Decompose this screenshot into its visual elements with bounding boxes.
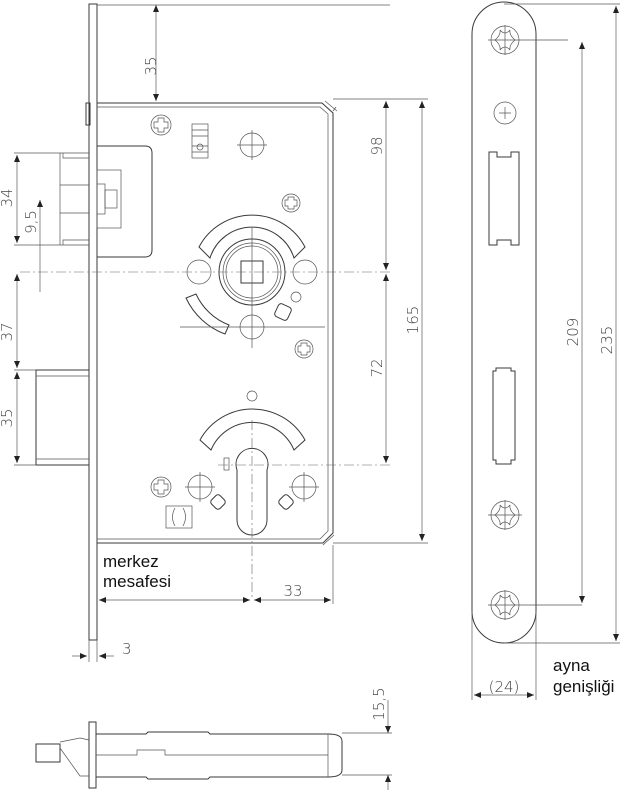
forend-screw-small	[493, 101, 517, 125]
dim-24	[471, 611, 537, 700]
latch-bolt	[59, 145, 153, 258]
dim-text-latch-offset: 9,5	[22, 210, 40, 234]
forend-screw-bottom	[488, 590, 582, 620]
bottom-view	[35, 721, 343, 789]
spindle-follower	[20, 214, 390, 348]
case-screw-low	[294, 339, 314, 359]
cylinder-cutout	[165, 390, 390, 600]
front-faceplate	[85, 3, 98, 641]
dim-text-33: 33	[283, 582, 302, 600]
faceplate-width-line2: genişliği	[553, 677, 615, 696]
center-distance-line2: mesafesi	[103, 572, 172, 591]
bolt-slot	[492, 367, 516, 465]
dim-text-24: (24)	[489, 678, 520, 696]
dim-33	[99, 545, 334, 604]
case-screw-mid	[281, 193, 301, 213]
dim-15-5	[342, 700, 392, 790]
forend-screw-top	[488, 25, 568, 55]
center-distance-line1: merkez	[103, 552, 159, 571]
dead-bolt	[35, 369, 90, 466]
dim-top-35	[97, 4, 390, 101]
dim-text-72: 72	[368, 358, 386, 377]
dim-latch-34	[14, 152, 60, 292]
dim-37-35	[14, 274, 36, 466]
dim-text-3: 3	[122, 640, 132, 658]
forend-screw-mid	[488, 500, 522, 530]
mounting-holes	[237, 130, 267, 160]
case-screw-top	[150, 114, 172, 136]
dim-text-15-5: 15,5	[370, 687, 388, 720]
faceplate-width-label: ayna genişliği	[553, 655, 614, 697]
dim-209-235	[504, 3, 620, 644]
faceplate-width-line1: ayna	[553, 656, 590, 675]
center-distance-label: merkez mesafesi	[103, 552, 171, 592]
dim-text-98: 98	[368, 136, 386, 155]
dim-text-37: 37	[0, 322, 16, 341]
dim-text-top: 35	[142, 56, 160, 75]
rivet-block	[191, 123, 209, 159]
case-screw-bottom	[150, 476, 172, 498]
dim-3	[72, 640, 114, 662]
lock-case	[97, 100, 338, 546]
dim-98-72-165	[333, 98, 428, 544]
dim-text-35-bolt: 35	[0, 408, 16, 427]
dim-text-latch: 34	[0, 188, 16, 207]
latch-slot	[488, 151, 520, 246]
dim-text-209: 209	[564, 318, 582, 347]
dim-text-235: 235	[598, 326, 616, 355]
dim-text-165: 165	[404, 306, 422, 335]
